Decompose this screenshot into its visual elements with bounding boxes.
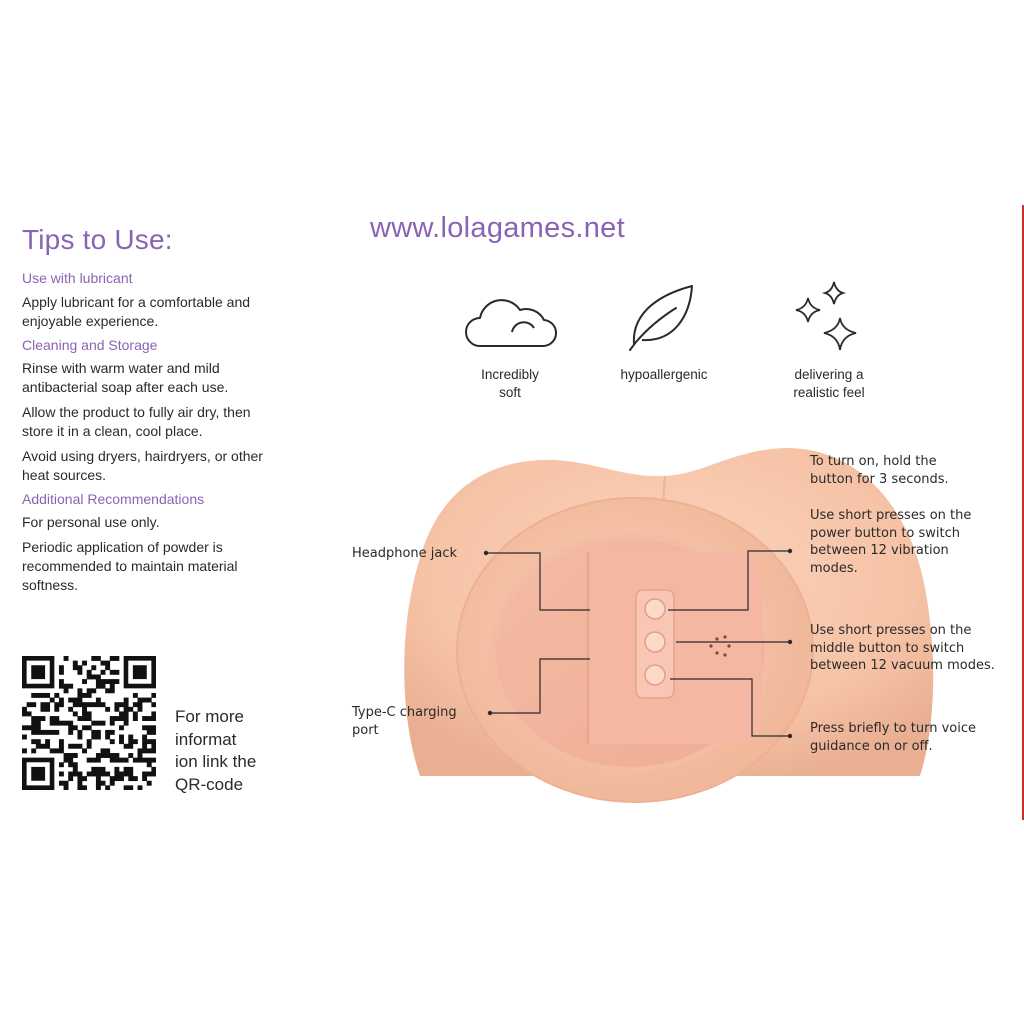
- callout-type-c-port: Type-C charging port: [352, 705, 457, 738]
- sparkles-icon: [794, 280, 864, 356]
- tips-text-rinse: Rinse with warm water and mild antibacte…: [22, 360, 229, 395]
- tips-text-personal: For personal use only.: [22, 514, 160, 530]
- feature-label-realistic: delivering a realistic feel: [793, 367, 865, 400]
- tips-heading-lubricant: Use with lubricant: [22, 270, 133, 286]
- tips-title: Tips to Use:: [22, 224, 173, 255]
- website-link[interactable]: www.lolagames.net: [370, 212, 625, 244]
- tips-text-dry: Allow the product to fully air dry, then…: [22, 404, 251, 439]
- qr-code-image: [22, 656, 157, 791]
- qr-code[interactable]: [22, 656, 157, 791]
- tips-text-powder: Periodic application of powder is recomm…: [22, 539, 238, 593]
- page-edge-line: [1022, 205, 1024, 820]
- tips-heading-cleaning: Cleaning and Storage: [22, 337, 158, 353]
- qr-caption: For more informat ion link the QR-code: [175, 707, 257, 794]
- tips-text-heat: Avoid using dryers, hairdryers, or other…: [22, 448, 263, 483]
- leaf-icon: [626, 282, 702, 354]
- feature-label-hypoallergenic: hypoallergenic: [620, 367, 708, 382]
- feature-label-soft: Incredibly soft: [481, 367, 539, 400]
- callout-middle-button: Use short presses on the middle button t…: [810, 623, 995, 673]
- callout-turn-on: To turn on, hold the button for 3 second…: [810, 454, 949, 487]
- callout-power-button: Use short presses on the power button to…: [810, 508, 972, 576]
- callout-headphone-jack: Headphone jack: [352, 546, 458, 561]
- tips-text-lubricant: Apply lubricant for a comfortable and en…: [22, 294, 251, 329]
- cloud-icon: [460, 288, 560, 356]
- tips-section: Use with lubricant Apply lubricant for a…: [22, 270, 322, 595]
- product-image: [380, 418, 950, 818]
- callout-voice-button: Press briefly to turn voice guidance on …: [810, 721, 976, 754]
- tips-heading-additional: Additional Recommendations: [22, 491, 205, 507]
